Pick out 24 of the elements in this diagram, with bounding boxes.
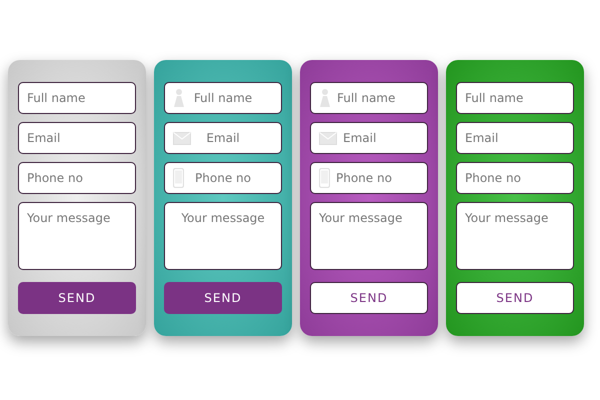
input-field: Phone no <box>310 162 428 194</box>
form-card <box>300 60 438 336</box>
input-field: Phone no <box>18 162 136 194</box>
message-field: Your message <box>310 202 428 270</box>
input-field: Email <box>456 122 574 154</box>
send-button: SEND <box>310 282 428 314</box>
input-field: Email <box>18 122 136 154</box>
form-card <box>154 60 292 336</box>
input-field: Phone no <box>164 162 282 194</box>
form-card <box>8 60 146 336</box>
form-card <box>446 60 584 336</box>
input-field: Email <box>310 122 428 154</box>
message-field: Your message <box>18 202 136 270</box>
input-field: Email <box>164 122 282 154</box>
send-button: SEND <box>18 282 136 314</box>
message-field: Your message <box>456 202 574 270</box>
send-button: SEND <box>456 282 574 314</box>
input-field: Full name <box>456 82 574 114</box>
input-field: Full name <box>18 82 136 114</box>
send-button: SEND <box>164 282 282 314</box>
input-field: Full name <box>310 82 428 114</box>
input-field: Full name <box>164 82 282 114</box>
input-field: Phone no <box>456 162 574 194</box>
message-field: Your message <box>164 202 282 270</box>
